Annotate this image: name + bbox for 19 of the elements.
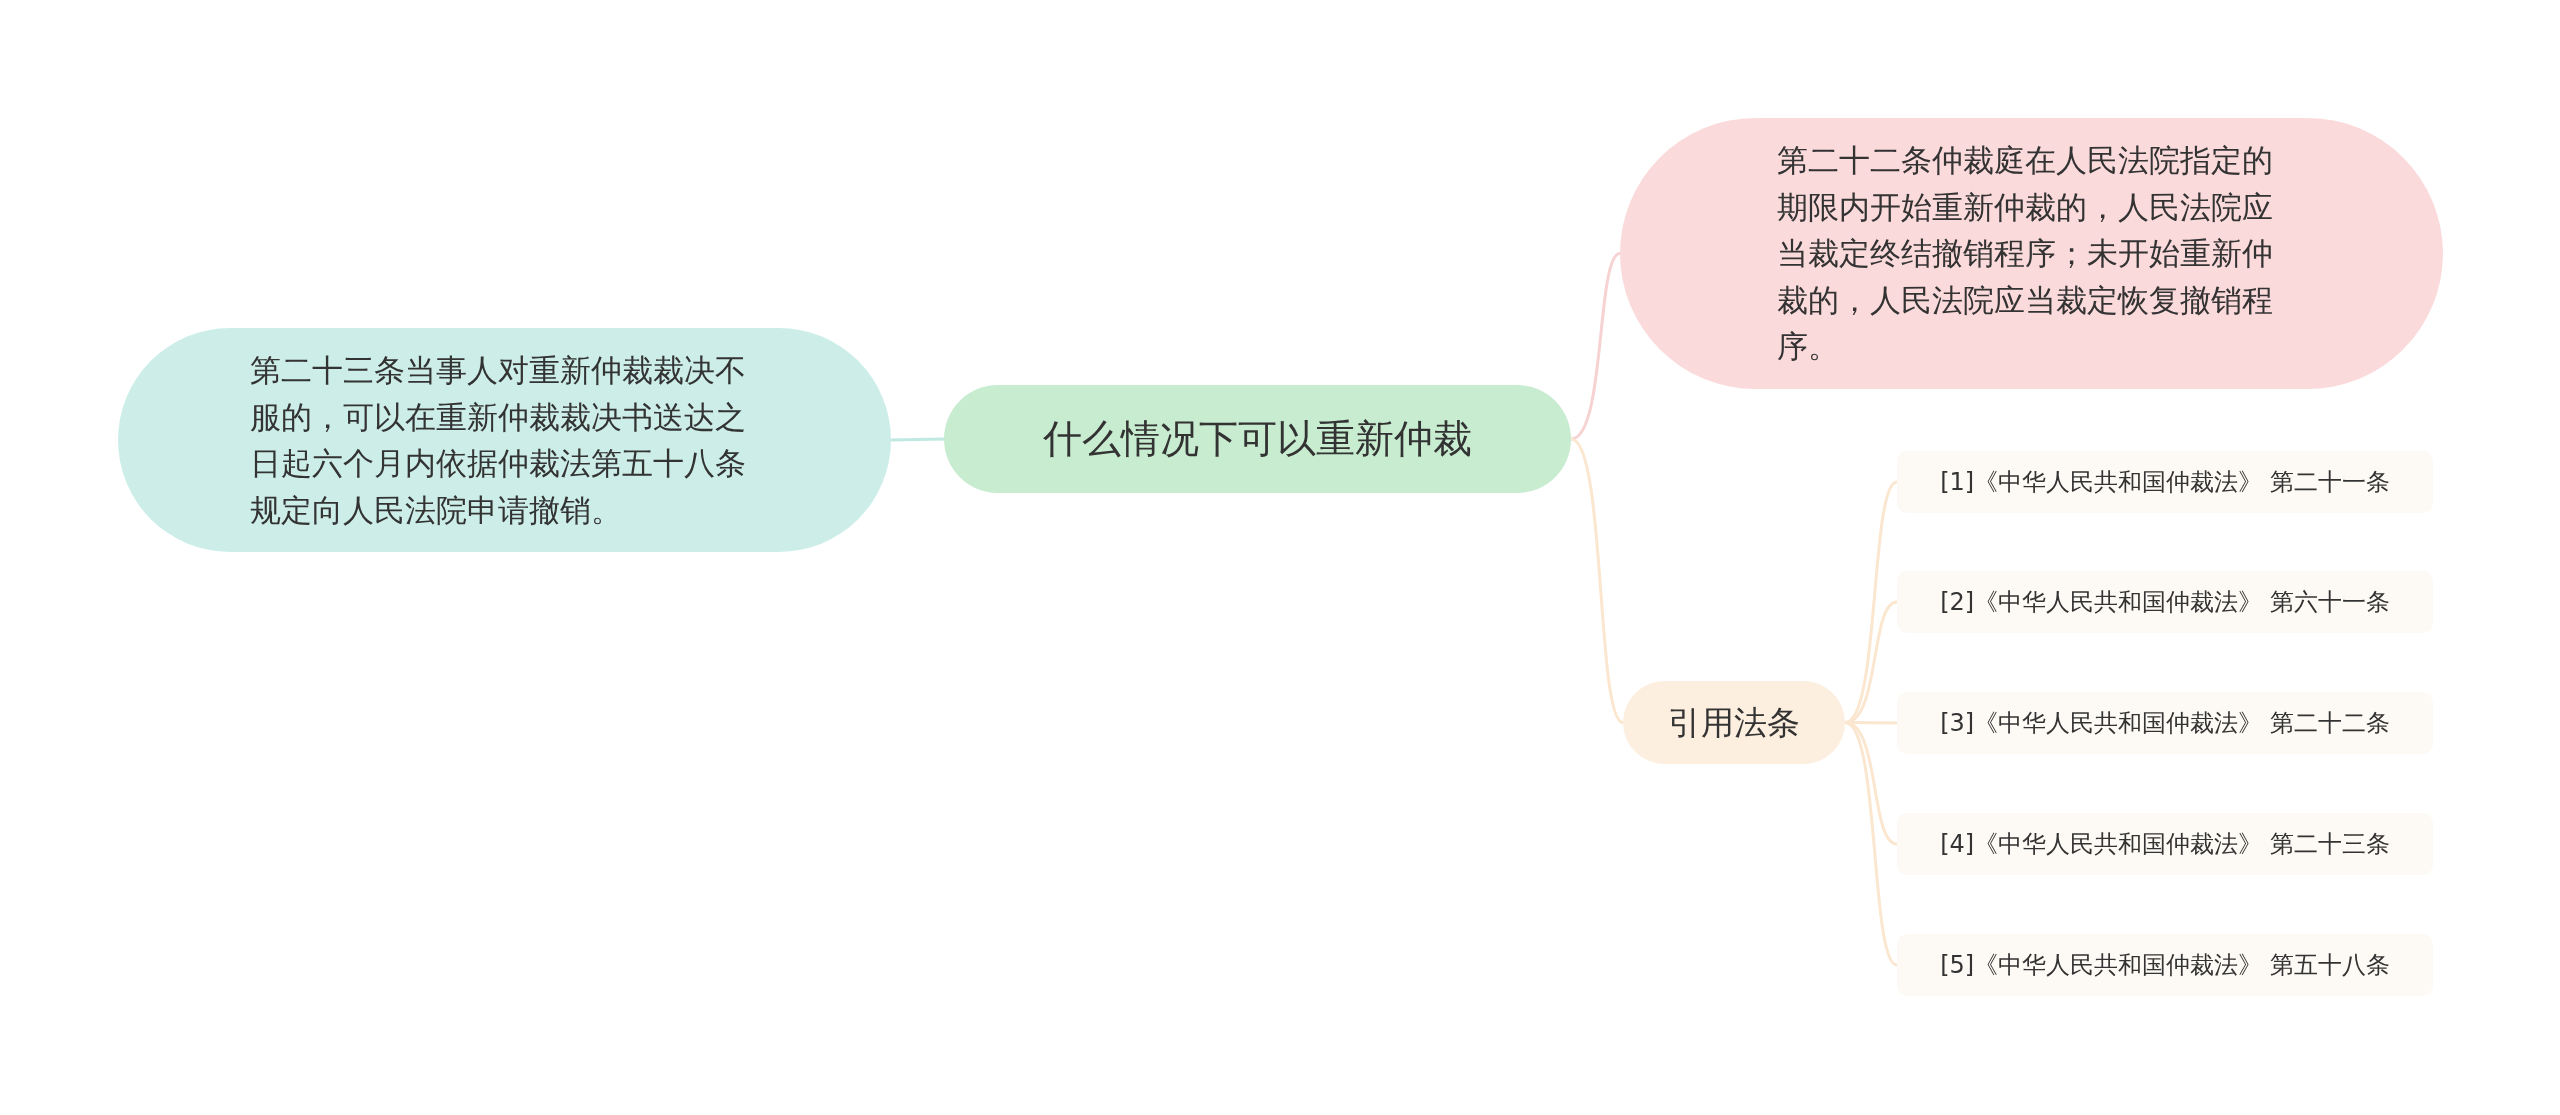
node-text: 什么情况下可以重新仲裁	[1043, 415, 1472, 463]
node-text: [2]《中华人民共和国仲裁法》 第六十一条	[1940, 587, 2390, 617]
reference-node	[1897, 451, 2433, 513]
connector-line	[1570, 437, 1624, 724]
reference-node	[1897, 934, 2433, 996]
node-text: 第二十三条当事人对重新仲裁裁决不服的，可以在重新仲裁裁决书送达之日起六个月内依据仲裁法第五十八条规定向人民法院申请撤销。	[250, 351, 748, 530]
connector-line	[1844, 480, 1898, 724]
node-text: 引用法条	[1668, 702, 1800, 743]
connector-line	[890, 437, 945, 442]
node-text: [4]《中华人民共和国仲裁法》 第二十三条	[1940, 829, 2390, 859]
connector-line	[1570, 252, 1621, 441]
node-text: [5]《中华人民共和国仲裁法》 第五十八条	[1940, 950, 2390, 980]
reference-node	[1897, 813, 2433, 875]
node-text: 第二十二条仲裁庭在人民法院指定的期限内开始重新仲裁的，人民法院应当裁定终结撤销程序；未开始重新仲裁的，人民法院应当裁定恢复撤销程序。	[1777, 141, 2275, 367]
connector-line	[1844, 721, 1898, 967]
reference-node	[1897, 692, 2433, 754]
node-text: [1]《中华人民共和国仲裁法》 第二十一条	[1940, 467, 2390, 497]
reference-node	[1897, 571, 2433, 633]
node-text: [3]《中华人民共和国仲裁法》 第二十二条	[1940, 708, 2390, 738]
